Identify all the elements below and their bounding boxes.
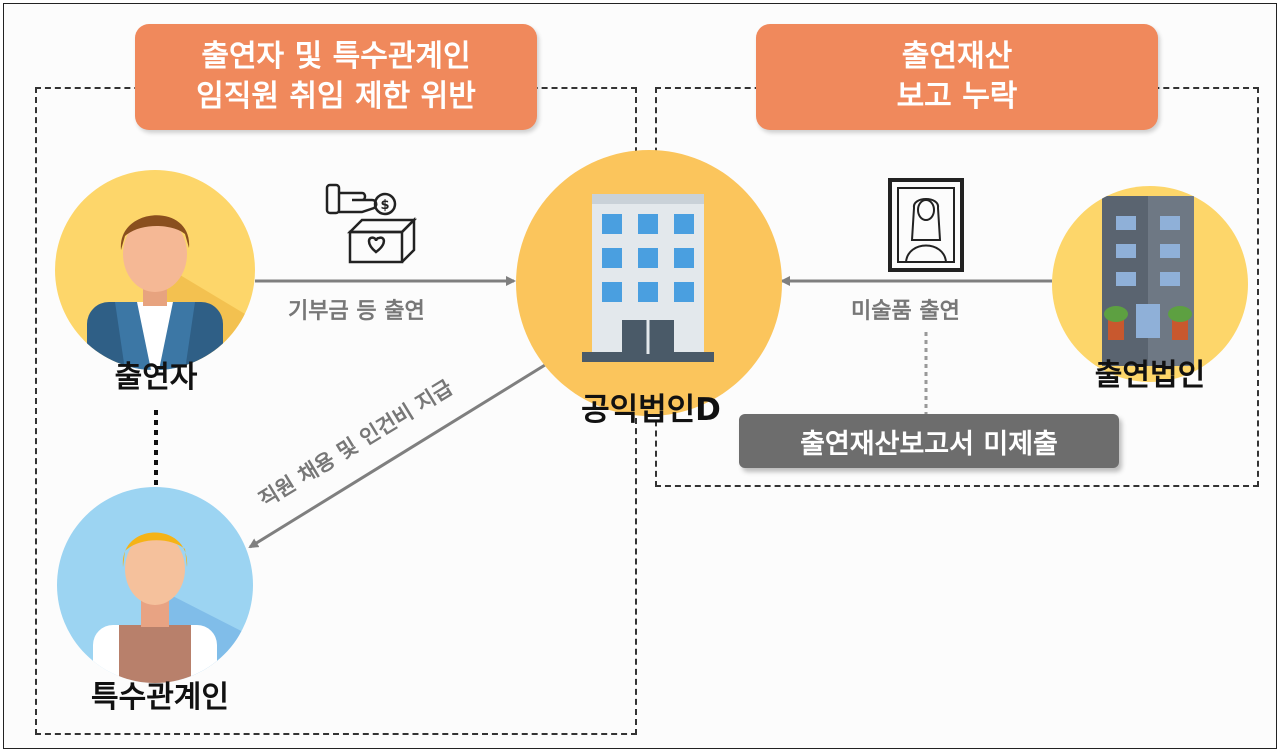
contributing-corp-label: 출연법인 [1094, 358, 1206, 393]
contributor-label: 출연자 [114, 360, 198, 395]
hiring-arrow [248, 363, 546, 549]
svg-text:$: $ [380, 198, 389, 213]
left-badge: 출연자 및 특수관계인 임직원 취임 제한 위반 [135, 24, 537, 130]
left-badge-line1: 출연자 및 특수관계인 [201, 39, 471, 74]
related-party-label: 특수관계인 [91, 680, 229, 715]
donation-edge-label: 기부금 등 출연 [288, 299, 425, 324]
contributor-avatar [55, 170, 255, 370]
right-badge: 출연재산 보고 누락 [756, 24, 1158, 130]
contributing-corp-circle [1052, 186, 1248, 382]
right-badge-line1: 출연재산 [901, 39, 1013, 74]
worker-avatar-icon [93, 532, 253, 683]
public-corp-circle [516, 150, 782, 416]
right-badge-line2: 보고 누락 [896, 79, 1018, 114]
report-not-submitted-box: 출연재산보고서 미제출 [739, 414, 1119, 468]
related-party-avatar [57, 487, 253, 683]
public-corp-label: 공익법인D [581, 392, 721, 428]
artwork-edge-label: 미술품 출연 [851, 299, 960, 324]
corporate-building-icon [1102, 196, 1194, 366]
donation-box-icon [346, 216, 418, 264]
left-badge-line2: 임직원 취임 제한 위반 [196, 79, 476, 114]
man-avatar-icon [87, 215, 255, 370]
painting-icon [888, 178, 964, 272]
donation-hand-icon: $ [325, 183, 397, 216]
office-building-icon [582, 194, 714, 362]
